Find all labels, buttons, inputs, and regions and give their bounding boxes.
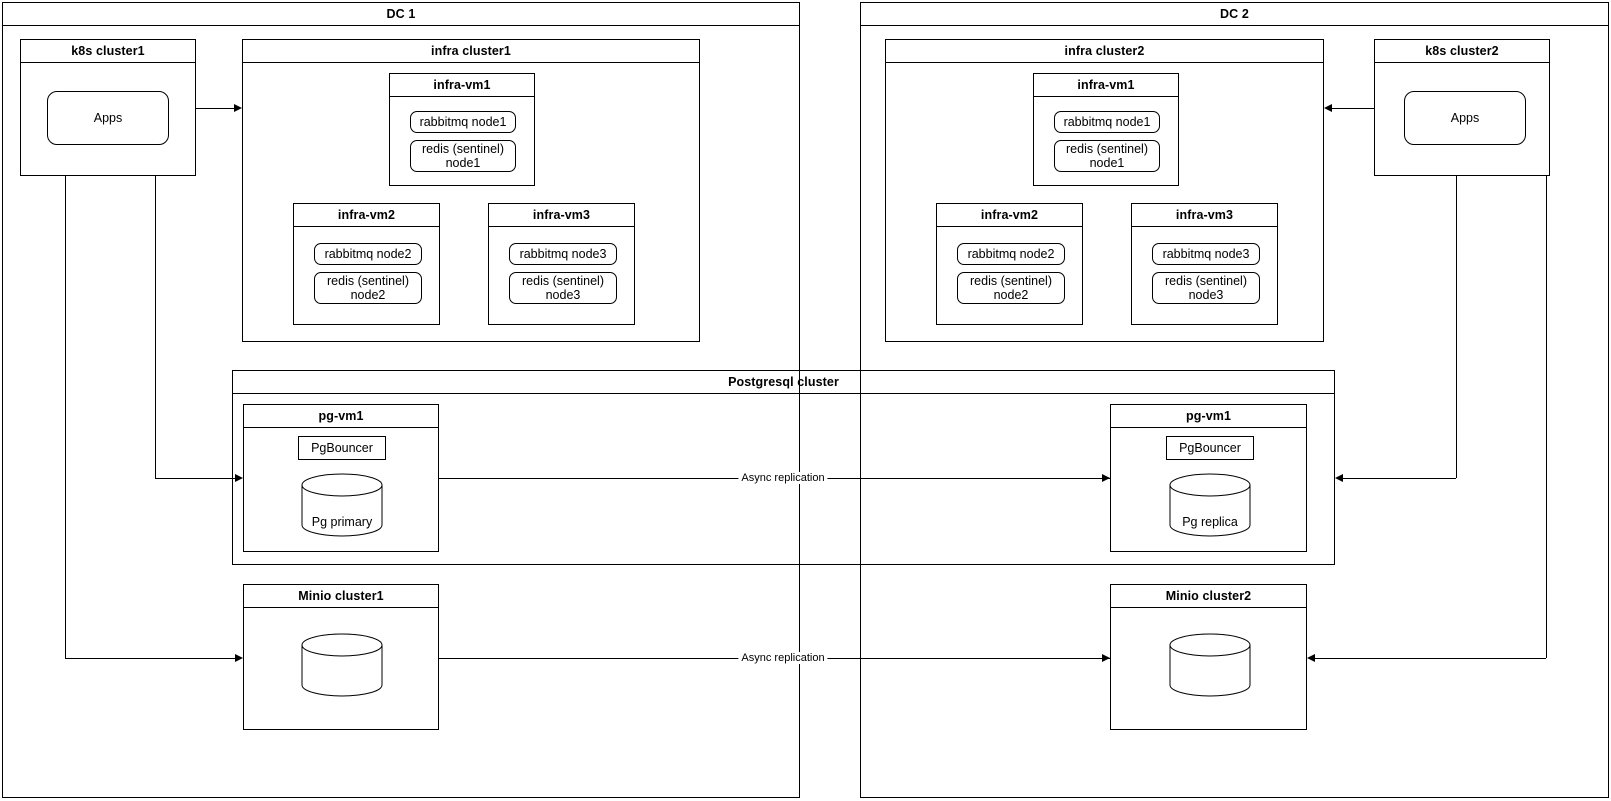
k8s-cluster2-container: k8s cluster2 Apps (1374, 39, 1550, 176)
pg-replica-database-label: Pg replica (1182, 515, 1238, 529)
infra-cluster2-vm3-rabbitmq-node: rabbitmq node3 (1152, 243, 1260, 265)
infra-cluster1-title: infra cluster1 (243, 40, 699, 63)
pg-vm1-primary-title: pg-vm1 (244, 405, 438, 428)
k8s-cluster1-container: k8s cluster1 Apps (20, 39, 196, 176)
infra-cluster2-vm3-title: infra-vm3 (1132, 204, 1277, 227)
infra-cluster2-vm1-redis-node: redis (sentinel) node1 (1054, 140, 1160, 172)
infra-cluster2-vm2-rabbitmq-node: rabbitmq node2 (957, 243, 1065, 265)
infra-vm2-redis-node: redis (sentinel) node2 (314, 272, 422, 304)
pg-vm1-primary-pgbouncer: PgBouncer (298, 436, 386, 460)
infra-vm1-redis-node: redis (sentinel) node1 (410, 140, 516, 172)
infra-cluster2-vm2: infra-vm2 rabbitmq node2 redis (sentinel… (936, 203, 1083, 325)
pg-primary-database-label: Pg primary (311, 515, 373, 529)
edge-k8s2-to-minio2-horizontal (1315, 658, 1546, 659)
edge-k8s1-to-pg1-horizontal (155, 478, 235, 479)
edge-minio-async-replication-label: Async replication (738, 652, 828, 664)
infra-vm3-redis-node: redis (sentinel) node3 (509, 272, 617, 304)
pg-vm1-replica-pgbouncer: PgBouncer (1166, 436, 1254, 460)
minio-cluster1-storage-cylinder (301, 633, 383, 697)
dc1-title: DC 1 (3, 3, 799, 26)
edge-k8s1-to-minio1-arrowhead (235, 654, 243, 662)
infra-vm1-title: infra-vm1 (390, 74, 534, 97)
minio-cluster1-container: Minio cluster1 (243, 584, 439, 730)
k8s-cluster2-title: k8s cluster2 (1375, 40, 1549, 63)
dc2-container: DC 2 (860, 2, 1609, 798)
infra-cluster2-vm2-redis-node: redis (sentinel) node2 (957, 272, 1065, 304)
edge-k8s2-to-pg2-vertical (1456, 176, 1457, 478)
edge-k8s1-to-infra1 (196, 108, 234, 109)
k8s-cluster2-apps: Apps (1404, 91, 1526, 145)
edge-k8s1-to-infra1-arrowhead (234, 104, 242, 112)
edge-k8s2-to-infra2-arrowhead (1324, 104, 1332, 112)
minio-cluster2-title: Minio cluster2 (1111, 585, 1306, 608)
k8s-cluster1-apps: Apps (47, 91, 169, 145)
infra-vm3-rabbitmq-node: rabbitmq node3 (509, 243, 617, 265)
infra-cluster2-container: infra cluster2 infra-vm1 rabbitmq node1 … (885, 39, 1324, 342)
postgresql-cluster-container: Postgresql cluster (232, 370, 1335, 565)
infra-cluster1-vm2: infra-vm2 rabbitmq node2 redis (sentinel… (293, 203, 440, 325)
pg-replica-database-cylinder: Pg replica (1169, 473, 1251, 537)
infra-cluster1-vm1: infra-vm1 rabbitmq node1 redis (sentinel… (389, 73, 535, 186)
edge-minio-async-replication-arrowhead (1102, 654, 1110, 662)
edge-k8s2-to-pg2-arrowhead (1335, 474, 1343, 482)
edge-k8s2-to-pg2-horizontal (1343, 478, 1456, 479)
infra-cluster1-container: infra cluster1 infra-vm1 rabbitmq node1 … (242, 39, 700, 342)
infra-cluster2-vm3: infra-vm3 rabbitmq node3 redis (sentinel… (1131, 203, 1278, 325)
edge-k8s2-to-infra2 (1332, 108, 1374, 109)
infra-cluster2-title: infra cluster2 (886, 40, 1323, 63)
pg-vm1-replica-title: pg-vm1 (1111, 405, 1306, 428)
infra-vm2-rabbitmq-node: rabbitmq node2 (314, 243, 422, 265)
edge-k8s1-to-pg1-arrowhead (235, 474, 243, 482)
edge-k8s1-to-pg1-vertical (155, 176, 156, 478)
dc1-container: DC 1 (2, 2, 800, 798)
infra-vm3-title: infra-vm3 (489, 204, 634, 227)
edge-k8s1-to-minio1-horizontal (65, 658, 235, 659)
pg-vm1-primary-container: pg-vm1 PgBouncer Pg primary (243, 404, 439, 552)
edge-pg-async-replication-arrowhead (1102, 474, 1110, 482)
infra-vm1-rabbitmq-node: rabbitmq node1 (410, 111, 516, 133)
minio-cluster1-title: Minio cluster1 (244, 585, 438, 608)
infra-vm2-title: infra-vm2 (294, 204, 439, 227)
edge-k8s2-to-minio2-vertical (1546, 176, 1547, 658)
dc2-title: DC 2 (861, 3, 1608, 26)
minio-cluster2-container: Minio cluster2 (1110, 584, 1307, 730)
infra-cluster2-vm1: infra-vm1 rabbitmq node1 redis (sentinel… (1033, 73, 1179, 186)
infra-cluster2-vm1-title: infra-vm1 (1034, 74, 1178, 97)
postgresql-cluster-title: Postgresql cluster (233, 371, 1334, 394)
infra-cluster2-vm1-rabbitmq-node: rabbitmq node1 (1054, 111, 1160, 133)
infra-cluster2-vm3-redis-node: redis (sentinel) node3 (1152, 272, 1260, 304)
edge-k8s1-to-minio1-vertical (65, 176, 66, 658)
minio-cluster2-storage-cylinder (1169, 633, 1251, 697)
infra-cluster1-vm3: infra-vm3 rabbitmq node3 redis (sentinel… (488, 203, 635, 325)
pg-vm1-replica-container: pg-vm1 PgBouncer Pg replica (1110, 404, 1307, 552)
infra-cluster2-vm2-title: infra-vm2 (937, 204, 1082, 227)
edge-pg-async-replication-label: Async replication (738, 472, 828, 484)
edge-k8s2-to-minio2-arrowhead (1307, 654, 1315, 662)
k8s-cluster1-title: k8s cluster1 (21, 40, 195, 63)
pg-primary-database-cylinder: Pg primary (301, 473, 383, 537)
